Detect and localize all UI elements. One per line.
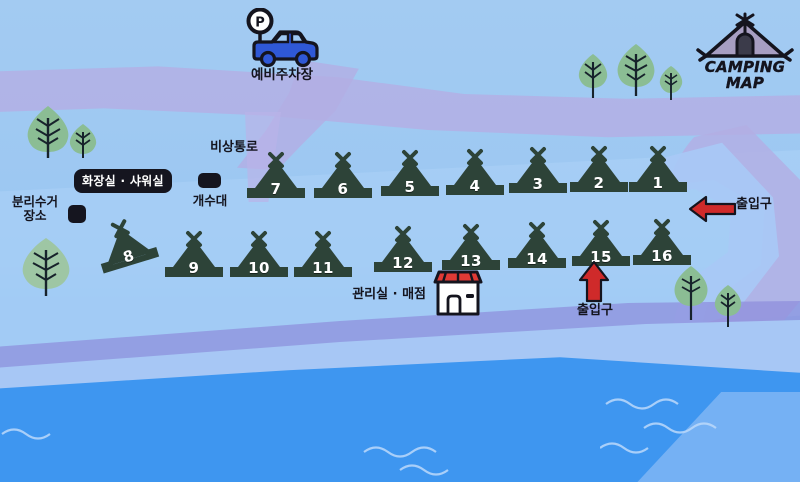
tent-icon xyxy=(381,150,439,196)
tree-mid-large xyxy=(614,42,658,103)
tree-right-small xyxy=(713,283,743,334)
tent-site-13-number: 13 xyxy=(460,252,482,270)
office-store-label: 관리실 · 매점 xyxy=(352,287,426,302)
tent-site-10-number: 10 xyxy=(248,259,270,277)
tent-site-4-number: 4 xyxy=(469,177,481,195)
tent-site-6[interactable]: 6 xyxy=(312,152,374,200)
entrance-right-label: 출입구 xyxy=(736,197,772,212)
svg-text:P: P xyxy=(255,16,265,31)
recycling-area-label-line2: 장소 xyxy=(23,208,47,223)
tent-icon xyxy=(442,224,500,270)
tent-icon xyxy=(100,219,160,274)
tent-logo-icon xyxy=(696,12,794,62)
tent-icon xyxy=(509,147,567,193)
washing-station-label: 개수대 xyxy=(192,193,228,208)
recycling-area-box-icon[interactable] xyxy=(68,205,86,223)
tent-site-5-number: 5 xyxy=(404,178,416,196)
toilet-shower-chip[interactable]: 화장실 · 샤워실 xyxy=(74,169,172,193)
recycling-area-label: 분리수거 장소 xyxy=(2,195,68,223)
recycling-area-label-line1: 분리수거 xyxy=(11,194,58,209)
tree-left-bottom xyxy=(18,236,74,303)
tent-site-9[interactable]: 9 xyxy=(163,231,225,279)
arrow-up-icon xyxy=(578,260,610,303)
tent-icon xyxy=(230,231,288,277)
arrow-left-icon xyxy=(688,195,737,223)
tree-left-large xyxy=(24,104,72,165)
tent-site-1-number: 1 xyxy=(652,174,664,192)
washing-station-box-icon[interactable] xyxy=(198,173,221,188)
wave-lines-left-icon xyxy=(1,428,51,440)
tent-site-7-number: 7 xyxy=(270,180,282,198)
store-icon xyxy=(433,270,483,316)
tent-icon xyxy=(508,222,566,268)
emergency-passage-label: 비상통로 xyxy=(210,140,258,155)
wave-lines-icon xyxy=(600,398,717,454)
tent-icon xyxy=(374,226,432,272)
tent-site-14[interactable]: 14 xyxy=(506,222,568,270)
tent-site-16[interactable]: 16 xyxy=(631,219,693,267)
tent-site-11[interactable]: 11 xyxy=(292,231,354,279)
tent-icon xyxy=(570,146,628,192)
tree-right-large xyxy=(671,264,711,327)
tent-site-13[interactable]: 13 xyxy=(440,224,502,272)
tent-site-3[interactable]: 3 xyxy=(507,147,569,195)
wave-lines-mid-icon xyxy=(363,446,449,476)
tent-site-14-number: 14 xyxy=(526,250,548,268)
tent-site-15[interactable]: 15 xyxy=(570,220,632,268)
tent-icon xyxy=(572,220,630,266)
tent-site-5[interactable]: 5 xyxy=(379,150,441,198)
tent-site-10[interactable]: 10 xyxy=(228,231,290,279)
logo-line-1: CAMPING xyxy=(704,58,786,76)
car-parking-icon: P xyxy=(246,7,319,68)
tent-icon xyxy=(294,231,352,277)
tent-site-12[interactable]: 12 xyxy=(372,226,434,274)
logo-line-2: MAP xyxy=(725,74,765,92)
tent-site-9-number: 9 xyxy=(188,259,200,277)
tent-site-12-number: 12 xyxy=(392,254,414,272)
entrance-bottom-marker[interactable] xyxy=(578,260,610,309)
logo-text: CAMPING MAP xyxy=(692,58,798,92)
tree-mid-tiny xyxy=(658,64,684,107)
camping-map-logo: CAMPING MAP xyxy=(692,12,798,104)
tent-site-8[interactable]: 8 xyxy=(88,212,161,276)
tent-site-1[interactable]: 1 xyxy=(627,146,689,194)
tent-site-7[interactable]: 7 xyxy=(245,152,307,200)
tent-icon xyxy=(446,149,504,195)
tent-site-15-number: 15 xyxy=(590,248,612,266)
spare-parking-label: 예비주차장 xyxy=(250,67,314,83)
tent-site-2-number: 2 xyxy=(593,174,605,192)
tree-mid-small xyxy=(576,52,610,105)
tent-site-2[interactable]: 2 xyxy=(568,146,630,194)
office-store-marker[interactable] xyxy=(430,268,486,323)
tent-site-6-number: 6 xyxy=(337,180,349,198)
tent-site-16-number: 16 xyxy=(651,247,673,265)
tent-site-11-number: 11 xyxy=(312,259,334,277)
entrance-bottom-label: 출입구 xyxy=(577,303,613,318)
entrance-right-marker[interactable] xyxy=(688,194,738,229)
tent-icon xyxy=(633,219,691,265)
tent-icon xyxy=(629,146,687,192)
tent-icon xyxy=(165,231,223,277)
tent-site-3-number: 3 xyxy=(532,175,544,193)
spare-parking-marker[interactable]: P 예비주차장 xyxy=(238,7,324,82)
tent-icon xyxy=(314,152,372,198)
tent-icon xyxy=(247,152,305,198)
tree-left-small xyxy=(68,122,98,165)
tent-site-4[interactable]: 4 xyxy=(444,149,506,197)
